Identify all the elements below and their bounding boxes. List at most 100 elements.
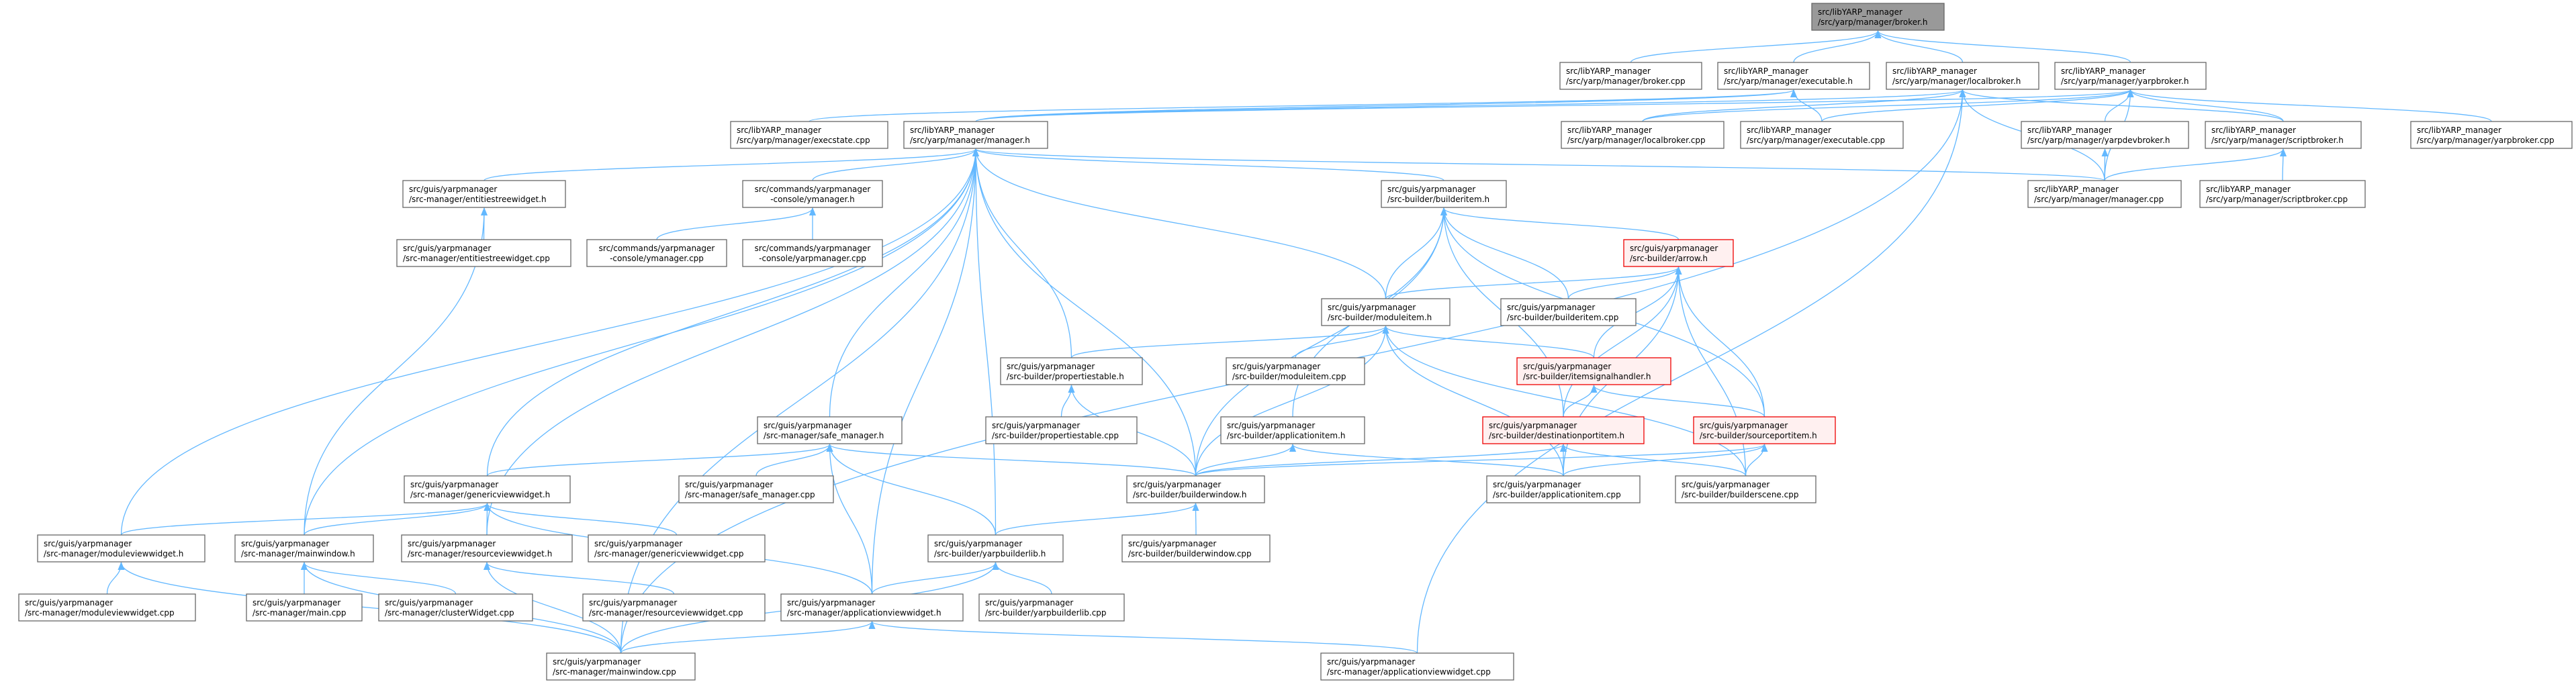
edge-moduleitem_h-to-manager_h: [972, 148, 1387, 299]
node-box: [1623, 239, 1734, 267]
node-mainwindow-cpp[interactable]: src/guis/yarpmanager/src-manager/mainwin…: [546, 652, 696, 681]
node-propertiestable-h[interactable]: src/guis/yarpmanager/src-builder/propert…: [1000, 357, 1143, 385]
node-box: [757, 416, 903, 444]
edge-safe_manager_h-to-manager_h: [829, 148, 979, 418]
node-label-line: /src-builder/builderitem.cpp: [1507, 313, 1618, 322]
edge-applicationviewwidget_h-to-safe_manager_h: [826, 444, 873, 595]
node-label-line: src/guis/yarpmanager: [410, 480, 498, 489]
node-entitiestreewidget-cpp[interactable]: src/guis/yarpmanager/src-manager/entitie…: [396, 239, 571, 267]
node-resourceviewwidget-h[interactable]: src/guis/yarpmanager/src-manager/resourc…: [401, 534, 573, 563]
edge-manager_h-to-localbroker_h: [975, 89, 1966, 122]
edge-builderwindow_h-to-destinationportitem_h: [1195, 444, 1567, 477]
node-label-line: /src-builder/applicationitem.h: [1227, 431, 1345, 440]
node-sourceportitem-h[interactable]: src/guis/yarpmanager/src-builder/sourcep…: [1693, 416, 1836, 444]
node-label-line: /src-builder/builderitem.h: [1387, 195, 1489, 204]
node-propertiestable-cpp[interactable]: src/guis/yarpmanager/src-builder/propert…: [985, 416, 1138, 444]
node-ymanager-h[interactable]: src/commands/yarpmanager-console/ymanage…: [742, 180, 883, 208]
node-safe-manager-h[interactable]: src/guis/yarpmanager/src-manager/safe_ma…: [757, 416, 903, 444]
edge-moduleitem_cpp-to-moduleitem_h: [1295, 326, 1389, 358]
node-applicationitem-cpp[interactable]: src/guis/yarpmanager/src-builder/applica…: [1486, 475, 1641, 503]
node-label-line: /src-manager/safe_manager.cpp: [685, 490, 815, 499]
node-builderscene-cpp[interactable]: src/guis/yarpmanager/src-builder/builder…: [1675, 475, 1816, 503]
node-moduleviewwidget-cpp[interactable]: src/guis/yarpmanager/src-manager/modulev…: [18, 593, 196, 622]
node-moduleitem-cpp[interactable]: src/guis/yarpmanager/src-builder/modulei…: [1226, 357, 1365, 385]
node-safe-manager-cpp[interactable]: src/guis/yarpmanager/src-manager/safe_ma…: [678, 475, 834, 503]
node-executable-h[interactable]: src/libYARP_manager/src/yarp/manager/exe…: [1717, 62, 1870, 90]
node-yarpmanager-cpp[interactable]: src/commands/yarpmanager-console/yarpman…: [742, 239, 883, 267]
node-mainwindow-h[interactable]: src/guis/yarpmanager/src-manager/mainwin…: [234, 534, 374, 563]
node-broker-cpp[interactable]: src/libYARP_manager/src/yarp/manager/bro…: [1559, 62, 1702, 90]
node-main-cpp[interactable]: src/guis/yarpmanager/src-manager/main.cp…: [246, 593, 363, 622]
node-manager-h[interactable]: src/libYARP_manager/src/yarp/manager/man…: [903, 121, 1048, 149]
node-label-line: /src-builder/propertiestable.h: [1007, 372, 1124, 381]
node-label-line: /src-manager/moduleviewwidget.cpp: [25, 608, 175, 618]
node-label-line: src/libYARP_manager: [2206, 185, 2291, 194]
node-scriptbroker-cpp[interactable]: src/libYARP_manager/src/yarp/manager/scr…: [2199, 180, 2366, 208]
node-builderwindow-h[interactable]: src/guis/yarpmanager/src-builder/builder…: [1126, 475, 1265, 503]
node-localbroker-cpp[interactable]: src/libYARP_manager/src/yarp/manager/loc…: [1561, 121, 1724, 149]
node-box: [2205, 121, 2362, 149]
node-scriptbroker-h[interactable]: src/libYARP_manager/src/yarp/manager/scr…: [2205, 121, 2362, 149]
node-label-line: src/guis/yarpmanager: [1328, 303, 1416, 312]
node-label-line: -console/yarpmanager.cpp: [759, 254, 866, 263]
node-label-line: src/guis/yarpmanager: [403, 244, 491, 253]
node-ymanager-cpp[interactable]: src/commands/yarpmanager-console/ymanage…: [586, 239, 727, 267]
edge-manager_cpp-to-scriptbroker_h: [2104, 148, 2287, 181]
node-box: [1000, 357, 1143, 385]
edge-genericviewwidget_h-to-safe_manager_h: [486, 444, 833, 477]
node-yarpdevbroker-h[interactable]: src/libYARP_manager/src/yarp/manager/yar…: [2021, 121, 2189, 149]
edge-executable_h-to-broker_h: [1793, 30, 1882, 63]
node-itemsignalhandler-h[interactable]: src/guis/yarpmanager/src-builder/itemsig…: [1516, 357, 1671, 385]
node-label-line: src/libYARP_manager: [2034, 185, 2119, 194]
node-label-line: /src-manager/main.cpp: [252, 608, 347, 618]
node-yarpbroker-cpp[interactable]: src/libYARP_manager/src/yarp/manager/yar…: [2410, 121, 2573, 149]
edge-resourceviewwidget_h-to-genericviewwidget_h: [484, 503, 491, 536]
node-genericviewwidget-cpp[interactable]: src/guis/yarpmanager/src-manager/generic…: [588, 534, 766, 563]
node-genericviewwidget-h[interactable]: src/guis/yarpmanager/src-manager/generic…: [404, 475, 571, 503]
node-yarpbroker-h[interactable]: src/libYARP_manager/src/yarp/manager/yar…: [2054, 62, 2207, 90]
edge-builderwindow_h-to-safe_manager_h: [826, 444, 1197, 477]
node-moduleviewwidget-h[interactable]: src/guis/yarpmanager/src-manager/modulev…: [37, 534, 205, 563]
edge-builderwindow_h-to-moduleitem_h: [1195, 326, 1389, 477]
node-box: [2021, 121, 2189, 149]
node-box: [2410, 121, 2573, 149]
node-label-line: /src-builder/builderwindow.cpp: [1128, 549, 1252, 558]
node-localbroker-h[interactable]: src/libYARP_manager/src/yarp/manager/loc…: [1886, 62, 2039, 90]
node-label-line: /src-builder/applicationitem.cpp: [1493, 490, 1621, 499]
edge-moduleviewwidget_h-to-genericviewwidget_h: [120, 503, 491, 536]
node-entitiestreewidget-h[interactable]: src/guis/yarpmanager/src-manager/entitie…: [402, 180, 566, 208]
node-yarpbuilderlib-cpp[interactable]: src/guis/yarpmanager/src-builder/yarpbui…: [978, 593, 1125, 622]
node-applicationviewwidget-h[interactable]: src/guis/yarpmanager/src-manager/applica…: [780, 593, 964, 622]
node-destinationportitem-h[interactable]: src/guis/yarpmanager/src-builder/destina…: [1482, 416, 1645, 444]
node-label-line: src/guis/yarpmanager: [385, 598, 473, 607]
node-label-line: /src-builder/builderscene.cpp: [1682, 490, 1798, 499]
node-box: [1321, 298, 1451, 326]
node-yarpbuilderlib-h[interactable]: src/guis/yarpmanager/src-builder/yarpbui…: [927, 534, 1064, 563]
node-box: [234, 534, 374, 563]
node-clusterWidget-cpp[interactable]: src/guis/yarpmanager/src-manager/cluster…: [378, 593, 533, 622]
node-builderwindow-cpp[interactable]: src/guis/yarpmanager/src-builder/builder…: [1121, 534, 1271, 563]
node-label-line: src/guis/yarpmanager: [1630, 244, 1718, 253]
node-builderitem-cpp[interactable]: src/guis/yarpmanager/src-builder/builder…: [1500, 298, 1637, 326]
node-broker-h[interactable]: src/libYARP_manager/src/yarp/manager/bro…: [1811, 3, 1945, 31]
edge-propertiestable_h-to-manager_h: [972, 148, 1072, 358]
node-executable-cpp[interactable]: src/libYARP_manager/src/yarp/manager/exe…: [1740, 121, 1904, 149]
node-resourceviewwidget-cpp[interactable]: src/guis/yarpmanager/src-manager/resourc…: [582, 593, 766, 622]
node-moduleitem-h[interactable]: src/guis/yarpmanager/src-builder/modulei…: [1321, 298, 1451, 326]
node-label-line: src/libYARP_manager: [1724, 66, 1808, 76]
node-label-line: src/guis/yarpmanager: [787, 598, 875, 607]
node-label-line: src/guis/yarpmanager: [25, 598, 113, 607]
node-label-line: /src/yarp/manager/broker.h: [1818, 17, 1927, 27]
node-manager-cpp[interactable]: src/libYARP_manager/src/yarp/manager/man…: [2027, 180, 2182, 208]
node-arrow-h[interactable]: src/guis/yarpmanager/src-builder/arrow.h: [1623, 239, 1734, 267]
edge-mainwindow_cpp-to-moduleviewwidget_h: [118, 562, 622, 654]
edge-builderwindow_h-to-manager_h: [972, 148, 1197, 477]
node-label-line: src/libYARP_manager: [910, 126, 995, 135]
edge-execstate_cpp-to-executable_h: [809, 89, 1797, 122]
node-box: [37, 534, 205, 563]
node-execstate-cpp[interactable]: src/libYARP_manager/src/yarp/manager/exe…: [730, 121, 888, 149]
node-builderitem-h[interactable]: src/guis/yarpmanager/src-builder/builder…: [1381, 180, 1507, 208]
node-applicationviewwidget-cpp[interactable]: src/guis/yarpmanager/src-manager/applica…: [1320, 652, 1514, 681]
node-applicationitem-h[interactable]: src/guis/yarpmanager/src-builder/applica…: [1220, 416, 1365, 444]
edge-sourceportitem_h-to-arrow_h: [1675, 266, 1765, 418]
